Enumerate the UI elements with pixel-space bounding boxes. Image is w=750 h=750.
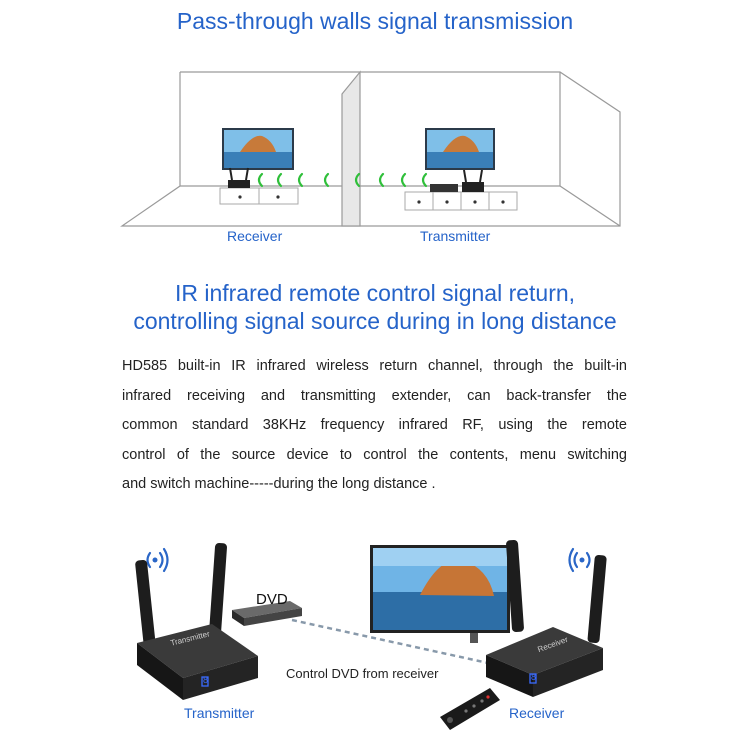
receiver-label: Receiver <box>509 705 565 721</box>
description-line: and switch machine-----during the long d… <box>122 476 436 492</box>
dvd-player <box>232 601 302 626</box>
receiver-room-tv <box>222 128 294 170</box>
transmitter-display: 8 <box>203 675 209 685</box>
transmitter-label: Transmitter <box>184 705 255 721</box>
receiver-tv <box>370 545 510 643</box>
ir-heading-line1: IR infrared remote control signal return… <box>174 280 576 306</box>
remote-control[interactable] <box>440 688 500 730</box>
dvd-label: DVD <box>256 591 288 608</box>
description-line: infrared receiving and transmitting exte… <box>122 387 627 404</box>
description-paragraph: HD585 built-in IR infrared wireless retu… <box>122 352 627 500</box>
receiver-room-cabinet <box>219 187 299 205</box>
dividing-wall <box>341 70 361 227</box>
ir-link-line <box>291 618 489 665</box>
wireless-signal-arcs <box>257 172 428 188</box>
receiver-wifi-icon <box>568 547 591 573</box>
walls-heading: Pass-through walls signal transmission <box>176 8 574 34</box>
description-line: control of the source device to control … <box>122 446 627 463</box>
transmitter-room-cabinet <box>404 191 518 211</box>
receiver-room-label: Receiver <box>227 228 283 244</box>
room-outline <box>120 71 621 227</box>
description-line: HD585 built-in IR infrared wireless retu… <box>122 358 627 374</box>
receiver-display: 8 <box>531 672 537 682</box>
transmitter-room-device <box>430 169 484 192</box>
receiver-device <box>486 539 607 697</box>
transmitter-device <box>135 542 258 700</box>
transmitter-room-label: Transmitter <box>420 228 491 244</box>
transmitter-wifi-icon <box>146 547 169 573</box>
receiver-room-device <box>228 167 250 188</box>
description-line: common standard 38KHz frequency infrared… <box>122 417 627 433</box>
transmitter-room-tv <box>425 128 495 170</box>
ir-heading-line2: controlling signal source during in long… <box>133 308 617 334</box>
control-caption: Control DVD from receiver <box>286 666 439 681</box>
